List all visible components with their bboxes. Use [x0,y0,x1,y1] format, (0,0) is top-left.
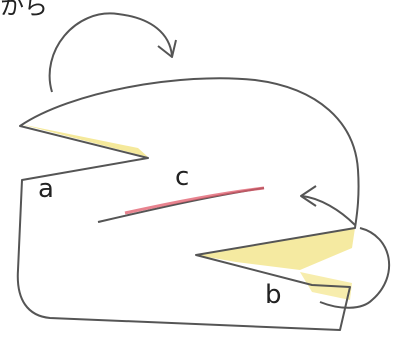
top-curved-arrow [48,12,173,93]
label-c: c [175,162,190,192]
right-curved-arrow [319,227,390,309]
label-a: a [38,174,54,204]
cut-line-c-highlight [124,186,265,215]
cut-line-c [97,187,265,223]
top-arrowhead [157,39,177,58]
paper-outline [16,77,360,331]
right-arrowhead [300,185,317,207]
highlight-lower-slit [196,228,355,270]
highlight-upper-slit [20,124,148,157]
right-arrow-tail [301,195,356,226]
label-kara: から [0,0,48,20]
label-b: b [265,280,282,310]
